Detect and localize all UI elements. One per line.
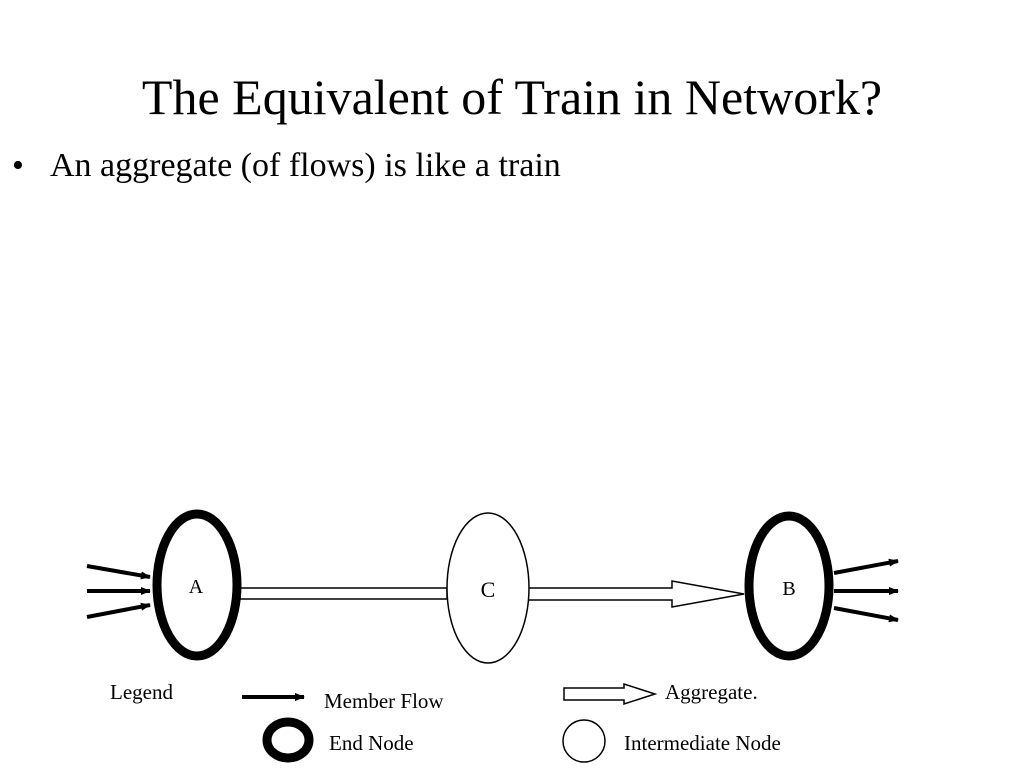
bullet-item: • An aggregate (of flows) is like a train [12,143,561,189]
outgoing-member-flow-1 [833,558,899,575]
slide-title: The Equivalent of Train in Network? [141,69,883,125]
node-a-label: A [189,576,204,598]
legend-end-node-icon [262,717,314,763]
incoming-member-flow-1 [86,564,151,580]
legend-title: Legend [110,680,173,704]
end-node-b [744,511,834,661]
end-node-a [152,509,242,661]
bullet-symbol: • [12,147,24,184]
legend-aggregate-label: Aggregate. [665,680,758,704]
legend-member-flow-label: Member Flow [324,689,444,713]
intermediate-node-c [446,512,530,664]
node-b-label: B [782,578,795,600]
incoming-member-flow-3 [86,602,151,619]
node-c-label: C [481,577,496,602]
legend-intermediate-node-icon [562,719,606,763]
legend-aggregate-arrow [563,682,658,706]
outgoing-member-flow-3 [833,606,899,623]
legend-end-node-label: End Node [329,731,414,755]
bullet-text: An aggregate (of flows) is like a train [50,147,561,184]
legend-intermediate-node-label: Intermediate Node [624,731,781,755]
aggregate-arrow-c-b [527,580,745,608]
aggregate-band-a-c [239,587,448,600]
